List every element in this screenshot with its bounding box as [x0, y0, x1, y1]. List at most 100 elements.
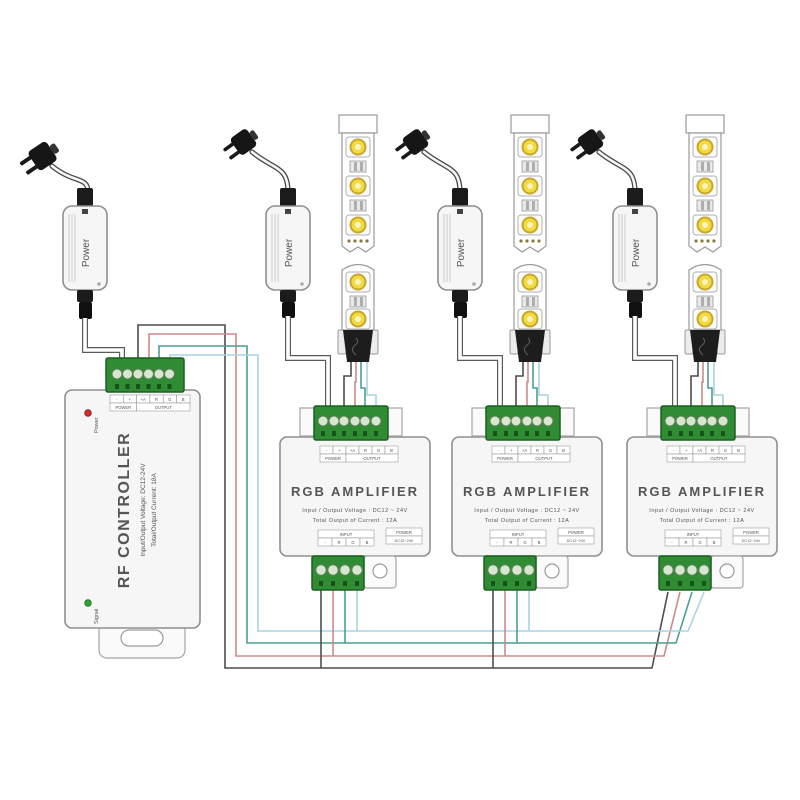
strip-connector [343, 330, 373, 362]
pin-label: - [116, 397, 118, 402]
amp-power-cable-core [633, 316, 677, 410]
pin-label: +A [522, 448, 527, 453]
output-group-label: OUTPUT [535, 456, 553, 461]
pin-label: B [366, 540, 369, 545]
pin-label: - [324, 540, 326, 545]
strip-wire-green [532, 362, 538, 410]
adapter-dc-plug [282, 302, 295, 318]
pin-label: G [549, 448, 552, 453]
bus-wire-blue [169, 354, 705, 632]
strip-connector [515, 330, 545, 362]
amp-mains-cord-core [422, 150, 462, 194]
amp-power-cable-core [286, 316, 330, 410]
amp-top-terminal-block [660, 405, 736, 441]
adapter-top-connector [280, 188, 296, 208]
amplifier-spec-line1: Input / Output Voltage : DC12 ~ 24V [474, 508, 579, 514]
pin-label: +A [697, 448, 702, 453]
input-label: INPUT [687, 532, 700, 537]
strip-connector [690, 330, 720, 362]
pin-label: - [673, 448, 675, 453]
power-label: POWER [743, 530, 759, 535]
strip-wire-black [343, 362, 352, 410]
adapter-label: Power [81, 238, 92, 267]
adapter-dc-plug [79, 302, 92, 319]
power-value: DC12~24V [742, 539, 761, 543]
adapter-strain-relief [77, 290, 93, 302]
pin-label: + [129, 397, 132, 402]
signal-led [84, 599, 92, 607]
pin-label: +A [141, 397, 146, 402]
mounting-hole [719, 563, 735, 579]
mounting-slot [120, 629, 164, 647]
mounting-hole [544, 563, 560, 579]
adapter-strain-relief [280, 290, 296, 302]
controller-title: RF CONTROLLER [116, 432, 133, 588]
amp-top-terminal-block [485, 405, 561, 441]
power-group-label: POWER [497, 456, 513, 461]
adapter-dc-plug [454, 302, 467, 318]
strip-wire-blue [713, 362, 724, 410]
pin-label: B [538, 540, 541, 545]
controller-terminal-block [105, 357, 185, 393]
amplifier-title: RGB AMPLIFIER [463, 484, 591, 499]
pin-label: + [685, 448, 688, 453]
amplifier-title: RGB AMPLIFIER [291, 484, 419, 499]
power-value: DC12~24V [567, 539, 586, 543]
pin-label: G [377, 448, 380, 453]
led-strip [337, 114, 379, 362]
amp-power-cable-core [458, 316, 502, 410]
controller-pin-legend: - + +A R G B POWER OUTPUT [109, 394, 191, 412]
pin-label: G [168, 397, 171, 402]
amplifier-unit: Power [223, 114, 431, 591]
strip-end-cap [338, 114, 378, 134]
amp-input-terminal-block [658, 555, 712, 591]
adapter-label: Power [631, 238, 642, 267]
power-group-label: POWER [115, 405, 131, 410]
pin-label: - [496, 540, 498, 545]
output-group-label: OUTPUT [710, 456, 728, 461]
adapter-label: Power [456, 238, 467, 267]
power-plug-icon [395, 129, 431, 160]
strip-wire-red [701, 362, 704, 410]
pin-label: G [523, 540, 526, 545]
power-plug-icon [223, 129, 259, 160]
power-label: POWER [396, 530, 412, 535]
amplifier-spec-line2: Total Output of Current : 12A [485, 518, 570, 524]
strip-end-cap [685, 114, 725, 134]
amp-mains-cord-core [597, 150, 637, 194]
strip-wire-black [515, 362, 524, 410]
pin-label: R [155, 397, 158, 402]
controller-section: Power Power Signal RF CONTROLLER Input/O… [19, 141, 201, 659]
pin-label: B [737, 448, 740, 453]
amp-power-cable [632, 316, 678, 410]
pin-label: R [711, 448, 714, 453]
amplifier-unit: Power [395, 114, 603, 591]
amp-power-adapter: Power [437, 188, 483, 318]
amp-power-legend: POWER DC12~24V [732, 527, 770, 545]
pin-label: R [337, 540, 340, 545]
power-group-label: POWER [672, 456, 688, 461]
bus-wire-red [148, 333, 681, 657]
adapter-dc-plug [629, 302, 642, 318]
amp-power-legend: POWER DC12~24V [385, 527, 423, 545]
power-plug-icon [19, 141, 59, 175]
pin-label: R [364, 448, 367, 453]
output-group-label: OUTPUT [363, 456, 381, 461]
pin-label: G [351, 540, 354, 545]
input-label: INPUT [512, 532, 525, 537]
strip-wire-green [707, 362, 713, 410]
strip-wire-red [526, 362, 529, 410]
amplifier-unit: Power [570, 114, 778, 591]
pin-label: + [338, 448, 341, 453]
pin-label: + [510, 448, 513, 453]
amp-power-adapter: Power [612, 188, 658, 318]
controller-power-adapter: Power [62, 188, 108, 319]
controller-title-block: RF CONTROLLER Input/Output Voltage: DC12… [116, 432, 158, 588]
signal-led-label: Signal [94, 609, 100, 624]
strip-wire-black [690, 362, 699, 410]
controller-spec-line2: Total/Output Current: 18A [151, 472, 158, 546]
amp-input-legend: INPUT - R G B [317, 529, 375, 547]
pin-label: G [724, 448, 727, 453]
